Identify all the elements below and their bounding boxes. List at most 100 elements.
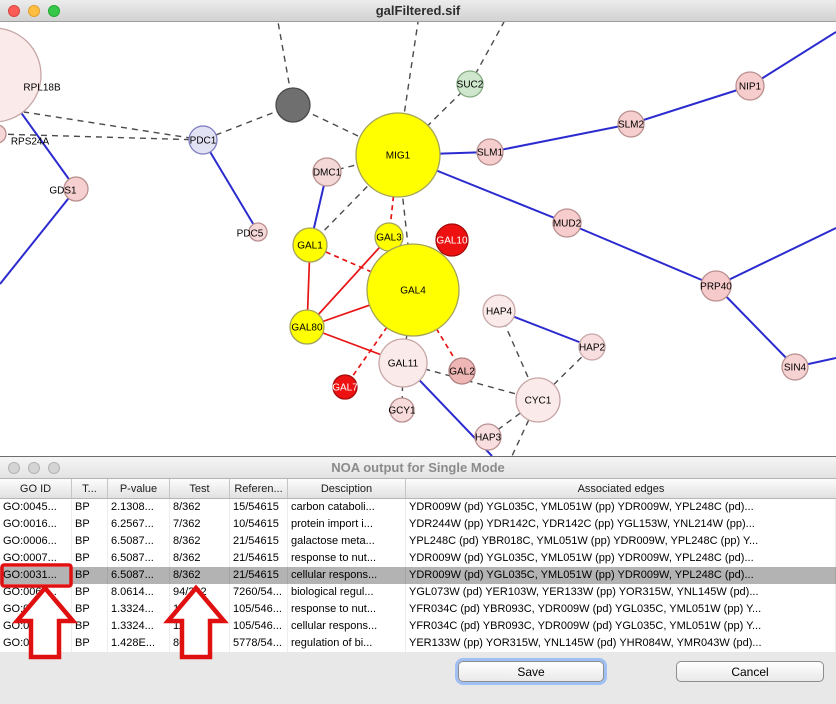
node-gal4[interactable] xyxy=(366,243,460,337)
table-cell: response to nut... xyxy=(288,550,406,567)
zoom-button[interactable] xyxy=(48,462,60,474)
node-hap2[interactable] xyxy=(578,333,606,361)
column-header[interactable]: Desciption xyxy=(288,479,406,498)
node-gal10[interactable] xyxy=(435,223,469,257)
table-cell: YPL248C (pd) YBR018C, YML051W (pp) YDR00… xyxy=(406,533,836,550)
node-prp40[interactable] xyxy=(700,270,732,302)
node-mig1[interactable] xyxy=(355,112,441,198)
node-sin4[interactable] xyxy=(781,353,809,381)
node-pdc5[interactable] xyxy=(248,222,268,242)
close-button[interactable] xyxy=(8,462,20,474)
edge-nip1-offscreen[interactable] xyxy=(749,31,836,87)
table-cell: GO:0065... xyxy=(0,584,72,601)
node-label-gal4: GAL4 xyxy=(400,286,426,297)
node-rpl18b[interactable] xyxy=(0,27,42,123)
node-label-gal80: GAL80 xyxy=(291,323,323,334)
table-cell: GO:0006... xyxy=(0,533,72,550)
column-header[interactable]: P-value xyxy=(108,479,170,498)
edge-darknode-mig1[interactable] xyxy=(292,104,399,156)
node-gal1[interactable] xyxy=(292,227,328,263)
table-cell: YFR034C (pd) YBR093C, YDR009W (pd) YGL03… xyxy=(406,601,836,618)
node-slm1[interactable] xyxy=(476,138,504,166)
column-header[interactable]: T... xyxy=(72,479,108,498)
node-cyc1[interactable] xyxy=(515,377,561,423)
table-cell: protein import i... xyxy=(288,516,406,533)
node-darknode[interactable] xyxy=(275,87,311,123)
node-rps24a[interactable] xyxy=(0,124,7,144)
close-button[interactable] xyxy=(8,5,20,17)
save-button[interactable]: Save xyxy=(458,661,604,682)
edge-slm1-slm2[interactable] xyxy=(489,123,632,153)
edge-slm2-nip1[interactable] xyxy=(630,85,751,125)
table-cell: 6.5087... xyxy=(108,567,170,584)
edge-pdc1-offscreen[interactable] xyxy=(23,111,204,141)
edge-pdc1-pdc5[interactable] xyxy=(202,139,259,233)
node-label-pdc1: PDC1 xyxy=(190,136,217,147)
edge-mig1-gal1[interactable] xyxy=(309,154,399,246)
node-slm2[interactable] xyxy=(617,110,645,138)
edge-rps24a-pdc1[interactable] xyxy=(0,133,204,141)
table-cell: 8/362 xyxy=(170,533,230,550)
node-label-rpl18b: RPL18B xyxy=(23,83,61,94)
table-cell: YDR009W (pd) YGL035C, YML051W (pp) YDR00… xyxy=(406,567,836,584)
table-cell: 2.1308... xyxy=(108,499,170,516)
node-gal2[interactable] xyxy=(448,357,476,385)
noa-titlebar[interactable]: NOA output for Single Mode xyxy=(0,457,836,479)
node-gds1[interactable] xyxy=(63,176,89,202)
edge-prp40-sin4[interactable] xyxy=(715,285,796,368)
table-cell: 15/54615 xyxy=(230,499,288,516)
cancel-button[interactable]: Cancel xyxy=(676,661,824,682)
column-header[interactable]: Referen... xyxy=(230,479,288,498)
node-gal11[interactable] xyxy=(378,338,428,388)
zoom-button[interactable] xyxy=(48,5,60,17)
column-header[interactable]: Associated edges xyxy=(577,482,665,495)
node-label-hap4: HAP4 xyxy=(486,307,513,318)
edge-mud2-prp40[interactable] xyxy=(566,222,717,287)
minimize-button[interactable] xyxy=(28,5,40,17)
table-cell: BP xyxy=(72,567,108,584)
edge-gal4-gal2[interactable] xyxy=(412,289,463,372)
table-cell: 105/546... xyxy=(230,618,288,635)
table-cell: BP xyxy=(72,601,108,618)
edge-prp40-offscreen[interactable] xyxy=(715,227,836,287)
table-cell: regulation of bi... xyxy=(288,635,406,652)
node-label-hap3: HAP3 xyxy=(475,433,502,444)
node-mud2[interactable] xyxy=(552,208,582,238)
node-gal80[interactable] xyxy=(289,309,325,345)
node-hap3[interactable] xyxy=(474,423,502,451)
node-gcy1[interactable] xyxy=(389,397,415,423)
minimize-button[interactable] xyxy=(28,462,40,474)
table-cell: 1.3324... xyxy=(108,601,170,618)
column-header[interactable]: GO ID xyxy=(0,479,72,498)
table-cell: BP xyxy=(72,516,108,533)
node-label-mig1: MIG1 xyxy=(386,151,411,162)
table-cell: BP xyxy=(72,635,108,652)
edge-gds1-offscreen[interactable] xyxy=(0,188,77,285)
node-dmc1[interactable] xyxy=(312,157,342,187)
table-cell: response to nut... xyxy=(288,601,406,618)
network-titlebar[interactable]: galFiltered.sif xyxy=(0,0,836,22)
table-cell: biological regul... xyxy=(288,584,406,601)
node-suc2[interactable] xyxy=(456,70,484,98)
table-cell: BP xyxy=(72,499,108,516)
table-cell: YER133W (pp) YOR315W, YNL145W (pd) YHR08… xyxy=(406,635,836,652)
column-header[interactable]: Test xyxy=(170,479,230,498)
node-hap4[interactable] xyxy=(482,294,516,328)
node-pdc1[interactable] xyxy=(188,125,218,155)
node-nip1[interactable] xyxy=(735,71,765,101)
node-gal7[interactable] xyxy=(332,374,358,400)
edge-gal80-gal3[interactable] xyxy=(306,236,390,328)
node-label-rps24a: RPS24A xyxy=(11,137,50,148)
edge-suc2-mig1[interactable] xyxy=(397,83,471,156)
